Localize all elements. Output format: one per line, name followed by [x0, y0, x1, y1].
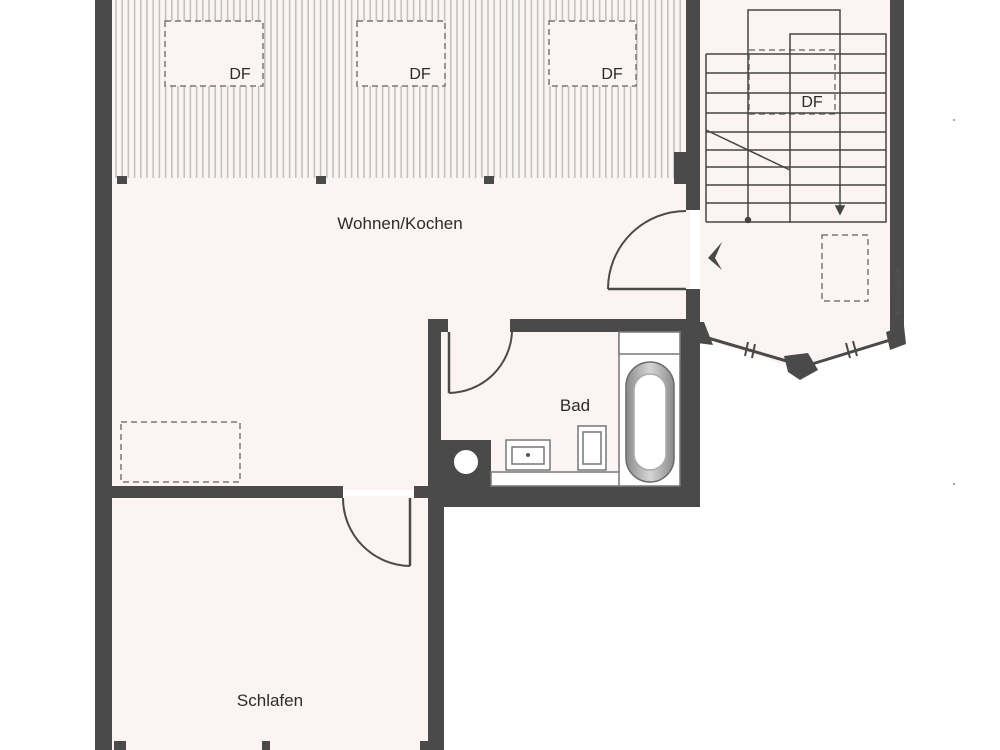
- skylight-1: [164, 20, 264, 87]
- doors: [342, 210, 687, 567]
- door-bad: [448, 331, 513, 394]
- wall-schlafen-right: [428, 495, 444, 750]
- wall-top-right: [890, 0, 904, 340]
- skylight-3: [548, 20, 637, 87]
- wall-bad-bottom: [428, 486, 700, 507]
- skylight-label-2: DF: [409, 66, 431, 83]
- room-label-bad: Bad: [560, 396, 590, 415]
- counter: [490, 471, 622, 487]
- entrance-arrow-icon: [708, 242, 722, 270]
- door-schlafen: [342, 497, 411, 567]
- wall-bad-top: [510, 319, 700, 332]
- wall-stair-left: [686, 0, 700, 152]
- wall-schlafen-top: [95, 486, 343, 498]
- bay-window-wall: [686, 322, 906, 380]
- wall-bad-left: [428, 319, 441, 495]
- credit-label: McGrundriss: [894, 269, 903, 314]
- skylight-label-3: DF: [601, 66, 623, 83]
- skylight-5: [821, 234, 869, 302]
- wall-bad-right: [680, 319, 700, 507]
- room-label-schlafen: Schlafen: [237, 691, 303, 710]
- floor-schlafen: [112, 496, 430, 750]
- wall-hall-bottom: [686, 289, 700, 328]
- shaft: [452, 448, 480, 476]
- staircase: [705, 9, 887, 224]
- bath-fixtures: [490, 331, 681, 487]
- skylight-label-4: DF: [801, 94, 823, 111]
- wall-left: [95, 0, 112, 750]
- skylight-2: [356, 20, 446, 87]
- skylight-label-1: DF: [229, 66, 251, 83]
- room-label-wohnen: Wohnen/Kochen: [337, 214, 462, 233]
- skylights: [120, 20, 869, 483]
- door-hall: [607, 210, 687, 290]
- skylight-4: [748, 49, 836, 115]
- walls: [95, 0, 904, 750]
